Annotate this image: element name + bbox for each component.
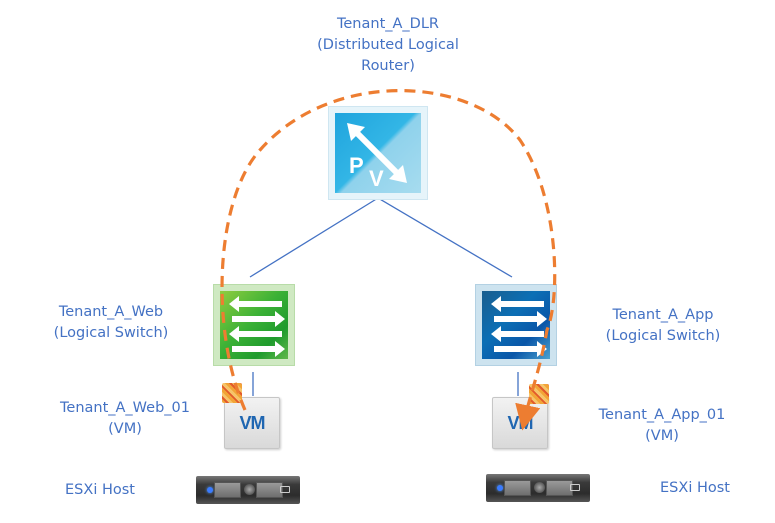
web-vm-icon[interactable]: VM xyxy=(224,397,280,449)
app-switch-label: Tenant_A_App (Logical Switch) xyxy=(598,305,728,347)
web-vm-type: (VM) xyxy=(108,421,142,437)
app-vm-name: Tenant_A_App_01 xyxy=(598,407,726,423)
router-type-line1: (Distributed Logical xyxy=(317,37,459,53)
arrow-left-icon xyxy=(491,296,544,312)
router-icon-body: P V xyxy=(335,113,421,193)
web-switch-icon-body xyxy=(220,291,288,359)
link-router-web xyxy=(249,197,379,278)
app-switch-name: Tenant_A_App xyxy=(612,307,714,323)
web-switch-name: Tenant_A_Web xyxy=(58,304,164,320)
app-switch-icon-body xyxy=(482,291,550,359)
drive-bay-icon xyxy=(546,480,573,496)
arrow-left-icon xyxy=(491,326,544,342)
drive-bay-icon xyxy=(214,482,241,498)
web-switch-label: Tenant_A_Web (Logical Switch) xyxy=(46,302,176,344)
web-host-label: ESXi Host xyxy=(65,482,135,498)
power-led-icon xyxy=(207,487,213,493)
arrow-left-icon xyxy=(229,326,282,342)
web-switch-icon[interactable] xyxy=(213,284,295,366)
app-vm-type: (VM) xyxy=(645,428,679,444)
app-esxi-host-icon[interactable] xyxy=(486,474,590,502)
arrow-right-icon xyxy=(232,311,285,327)
router-name: Tenant_A_DLR xyxy=(336,16,439,32)
knob-icon xyxy=(534,482,545,493)
drive-bay-icon xyxy=(504,480,531,496)
router-letter-p: P xyxy=(349,153,364,178)
arrow-right-icon xyxy=(494,311,547,327)
app-vm-label: Tenant_A_App_01 (VM) xyxy=(577,405,747,447)
router-icon[interactable]: P V xyxy=(328,106,428,200)
router-letter-v: V xyxy=(369,166,384,191)
arrow-left-icon xyxy=(229,296,282,312)
app-host-label: ESXi Host xyxy=(660,480,730,496)
drive-bay-icon xyxy=(256,482,283,498)
router-arrows-icon xyxy=(347,123,407,183)
app-switch-icon[interactable] xyxy=(475,284,557,366)
router-type-line2: Router) xyxy=(361,58,415,74)
router-label: Tenant_A_DLR (Distributed Logical Router… xyxy=(298,14,478,77)
web-esxi-host-icon[interactable] xyxy=(196,476,300,504)
port-icon xyxy=(280,486,290,493)
power-led-icon xyxy=(497,485,503,491)
link-router-app xyxy=(377,197,513,278)
port-icon xyxy=(570,484,580,491)
web-vm-icon-text: VM xyxy=(239,413,266,433)
arrow-right-icon xyxy=(232,341,285,357)
traffic-path xyxy=(220,89,557,431)
knob-icon xyxy=(244,484,255,495)
app-switch-type: (Logical Switch) xyxy=(605,328,721,344)
web-vm-label: Tenant_A_Web_01 (VM) xyxy=(40,398,210,440)
web-vm-name: Tenant_A_Web_01 xyxy=(60,400,190,416)
web-switch-type: (Logical Switch) xyxy=(53,325,169,341)
